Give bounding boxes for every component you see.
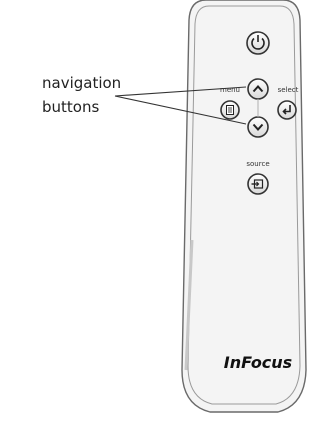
source-input-icon	[251, 179, 264, 189]
power-button[interactable]	[246, 31, 270, 55]
brand-logo: InFocus	[224, 353, 292, 372]
menu-button[interactable]	[220, 100, 240, 120]
chevron-down-icon	[252, 123, 264, 131]
remote-body	[181, 0, 307, 413]
menu-label: menu	[220, 86, 240, 94]
select-button[interactable]	[277, 100, 297, 120]
select-label: select	[278, 86, 299, 94]
enter-icon	[282, 105, 291, 115]
power-icon	[251, 35, 265, 50]
chevron-up-icon	[252, 85, 264, 93]
menu-icon	[226, 105, 234, 115]
callout-label-line2: buttons	[42, 98, 100, 116]
source-label: source	[246, 160, 269, 168]
down-arrow-button[interactable]	[247, 116, 269, 138]
callout-label-line1: navigation	[42, 74, 122, 92]
up-arrow-button[interactable]	[247, 78, 269, 100]
source-button[interactable]	[247, 173, 269, 195]
callout-leader-lines	[114, 86, 247, 125]
